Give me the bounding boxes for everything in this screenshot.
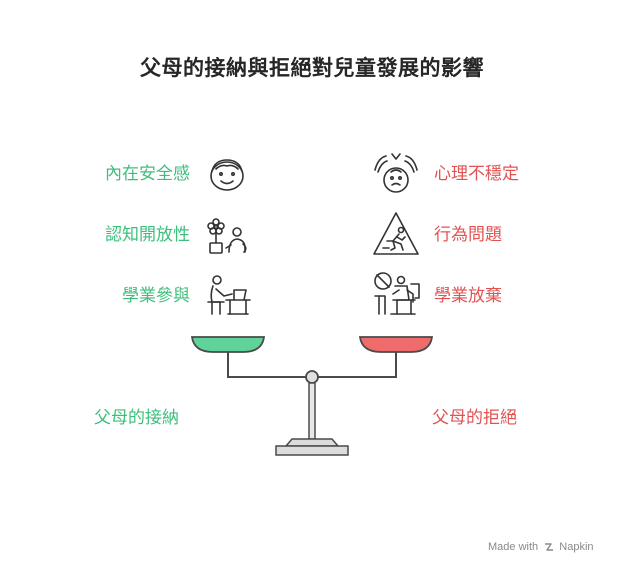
student-desk-icon	[207, 275, 251, 315]
left-caption: 父母的接納	[94, 408, 179, 428]
happy-face-icon	[210, 159, 244, 191]
left-pan	[190, 336, 266, 353]
left-item-security: 內在安全感	[105, 164, 190, 184]
right-pan	[358, 336, 434, 353]
scale-post	[308, 382, 316, 440]
napkin-brand-text: Napkin	[559, 541, 594, 553]
right-item-behavior: 行為問題	[434, 225, 502, 245]
flower-child-icon	[207, 218, 247, 254]
left-item-cognitive: 認知開放性	[105, 225, 190, 245]
footer-credit[interactable]: Made with Napkin	[488, 541, 594, 553]
scale-base-top	[284, 438, 340, 447]
made-with-text: Made with	[488, 541, 539, 553]
stressed-child-icon	[374, 153, 418, 193]
right-caption: 父母的拒絕	[432, 408, 517, 428]
left-item-engagement: 學業參與	[122, 286, 190, 306]
no-study-icon	[374, 272, 420, 315]
scale-base	[275, 445, 349, 456]
napkin-logo-icon	[545, 543, 554, 551]
right-item-instability: 心理不穩定	[434, 164, 519, 184]
diagram-title: 父母的接納與拒絕對兒童發展的影響	[140, 56, 484, 80]
right-item-disengagement: 學業放棄	[434, 286, 502, 306]
scale-pivot	[305, 370, 319, 384]
warning-figure-icon	[373, 212, 419, 255]
